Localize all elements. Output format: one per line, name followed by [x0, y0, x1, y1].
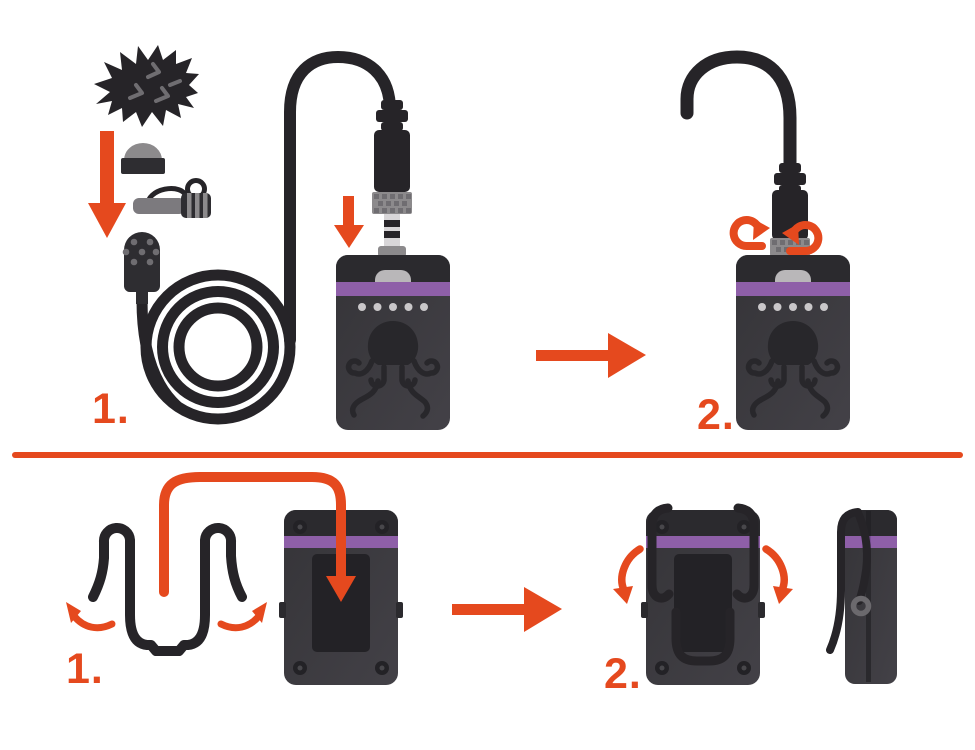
foam-windscreen-icon — [121, 143, 165, 174]
bodypack-front-step1 — [336, 255, 450, 430]
bodypack-front-step2 — [736, 255, 850, 430]
jack-plug-icon — [372, 100, 412, 258]
assemble-down-arrow — [88, 131, 126, 238]
belt-clip-mounted — [647, 503, 759, 666]
jack-socket-nub — [378, 246, 406, 257]
next-step-arrow-bottom — [452, 587, 562, 632]
insert-down-arrow — [334, 196, 364, 248]
top-step2-label: 2. — [697, 391, 735, 439]
bodypack-side-view — [826, 508, 897, 684]
lavalier-capsule-icon — [122, 232, 160, 304]
bottom-step2-label: 2. — [604, 650, 642, 698]
hooked-cable — [680, 50, 797, 185]
furry-windscreen-icon — [94, 45, 199, 127]
snap-down-arrows — [613, 545, 793, 604]
jack-plug-inserted-icon — [770, 163, 810, 258]
top-step1-label: 1. — [92, 385, 130, 433]
next-step-arrow-top — [536, 333, 646, 378]
belt-clip-side — [826, 508, 871, 654]
clip-insert-arrow — [159, 472, 356, 602]
bottom-step1-label: 1. — [66, 645, 104, 693]
rotate-lock-arrows — [729, 216, 823, 256]
mic-clip-icon — [133, 178, 211, 218]
spread-arrows — [66, 602, 267, 632]
coiled-cable — [136, 51, 396, 425]
belt-clip-icon — [88, 523, 247, 656]
knurled-ring — [374, 194, 411, 213]
clip-loop-end — [850, 595, 872, 617]
